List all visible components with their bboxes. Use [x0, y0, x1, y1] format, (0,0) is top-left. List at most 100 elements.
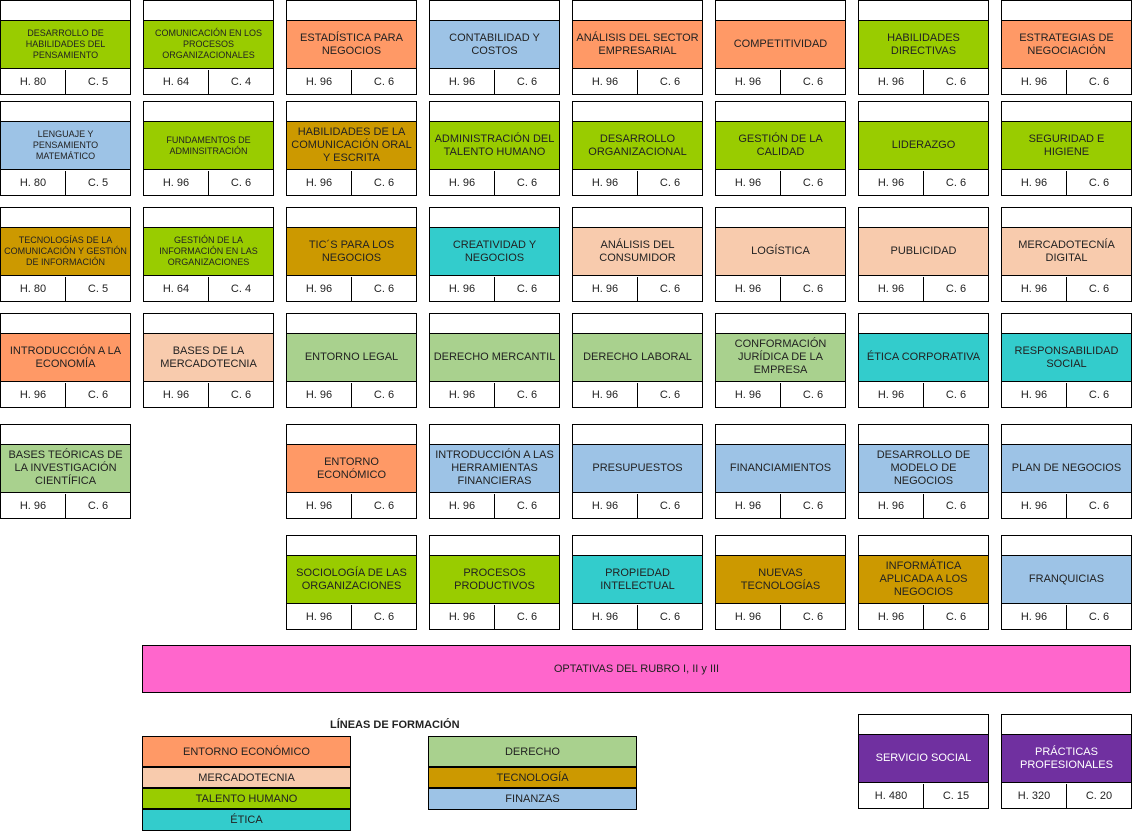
- course-credits: C. 6: [373, 76, 395, 88]
- course-title: Estadística para negocios: [287, 21, 416, 69]
- course-credits: C. 6: [87, 389, 109, 401]
- course-hours: H. 96: [430, 494, 495, 518]
- course-title: TIC´s para los negocios: [287, 228, 416, 276]
- course-header-cell: [430, 536, 559, 556]
- course-header-cell: [144, 208, 273, 228]
- course-title: Habilidades de la comunicación oral y es…: [287, 122, 416, 170]
- course-header-cell: [573, 208, 702, 228]
- course-title: Análisis del sector empresarial: [573, 21, 702, 69]
- course-card-franquicias: FranquiciasH. 96C. 6: [1001, 535, 1132, 630]
- course-title: Seguridad e higiene: [1002, 122, 1131, 170]
- course-header-cell: [1002, 536, 1131, 556]
- course-card-presupuestos: PresupuestosH. 96C. 6: [572, 424, 703, 519]
- course-title: Servicio social: [859, 735, 988, 783]
- course-hours: H. 96: [573, 383, 638, 407]
- course-title: Entorno económico: [287, 445, 416, 493]
- course-credits: C. 6: [802, 283, 824, 295]
- course-credits: C. 6: [1088, 389, 1110, 401]
- course-hours: H. 80: [1, 277, 66, 301]
- course-card-tic-s-para-los-negocios: TIC´s para los negociosH. 96C. 6: [286, 207, 417, 302]
- course-hours: H. 96: [430, 605, 495, 629]
- course-credits: C. 5: [87, 177, 109, 189]
- course-hours: H. 96: [716, 70, 781, 94]
- course-header-cell: [430, 102, 559, 122]
- course-hours: H. 96: [287, 277, 352, 301]
- course-card-lenguaje-y-pensamiento-matematico: Lenguaje y pensamiento matemáticoH. 80 C.…: [0, 101, 131, 196]
- course-header-cell: [1002, 715, 1131, 735]
- course-hours: H. 96: [430, 277, 495, 301]
- course-header-cell: [287, 208, 416, 228]
- course-header-cell: [716, 208, 845, 228]
- course-credits: C. 6: [1088, 177, 1110, 189]
- course-hours: H. 96: [716, 494, 781, 518]
- course-header-cell: [144, 314, 273, 334]
- course-header-cell: [859, 425, 988, 445]
- course-hours: H. 80: [1, 171, 66, 195]
- course-card-publicidad: PublicidadH. 96C. 6: [858, 207, 989, 302]
- course-hours: H. 320: [1002, 784, 1067, 808]
- course-credits: C. 4: [230, 76, 252, 88]
- course-title: Desarrollo organizacional: [573, 122, 702, 170]
- course-title: Prácticas profesionales: [1002, 735, 1131, 783]
- course-header-cell: [716, 425, 845, 445]
- course-credits: C. 6: [659, 500, 681, 512]
- course-title: Franquicias: [1002, 556, 1131, 604]
- course-hours: H. 96: [716, 277, 781, 301]
- course-header-cell: [1002, 314, 1131, 334]
- course-card-estrategias-de-negociacion: Estrategias de negociaciónH. 96C. 6: [1001, 0, 1132, 95]
- course-header-cell: [287, 425, 416, 445]
- course-hours: H. 96: [859, 171, 924, 195]
- course-hours: H. 96: [144, 171, 209, 195]
- course-title: Ética corporativa: [859, 334, 988, 382]
- course-title: Gestión de la información en las organiz…: [144, 228, 273, 276]
- course-card-logistica: LogísticaH. 96C. 6: [715, 207, 846, 302]
- course-credits: C. 15: [942, 790, 970, 802]
- course-credits: C. 6: [1088, 611, 1110, 623]
- course-card-derecho-mercantil: Derecho mercantilH. 96C. 6: [429, 313, 560, 408]
- course-card-derecho-laboral: Derecho laboralH. 96C. 6: [572, 313, 703, 408]
- course-title: Publicidad: [859, 228, 988, 276]
- course-card-desarrollo-de-modelo-de-negocios: Desarrollo de modelo de negociosH. 96C. …: [858, 424, 989, 519]
- course-credits: C. 6: [373, 500, 395, 512]
- course-title: Nuevas tecnologías: [716, 556, 845, 604]
- course-header-cell: [716, 1, 845, 21]
- course-card-entorno-economico: Entorno económicoH. 96C. 6: [286, 424, 417, 519]
- course-title: Desarrollo de habilidades del pensamient…: [1, 21, 130, 69]
- course-hours: H. 96: [716, 605, 781, 629]
- course-header-cell: [430, 1, 559, 21]
- course-header-cell: [144, 1, 273, 21]
- legend-finanzas: Finanzas: [428, 788, 637, 810]
- course-card-estadistica-para-negocios: Estadística para negociosH. 96 C. 6: [286, 0, 417, 95]
- course-credits: C. 6: [1088, 76, 1110, 88]
- course-header-cell: [1, 314, 130, 334]
- course-header-cell: [859, 536, 988, 556]
- course-card-nuevas-tecnologias: Nuevas tecnologíasH. 96C. 6: [715, 535, 846, 630]
- course-hours: H. 96: [1, 383, 66, 407]
- course-hours: H. 96: [1002, 70, 1067, 94]
- course-title: Propiedad intelectual: [573, 556, 702, 604]
- course-header-cell: [573, 536, 702, 556]
- course-header-cell: [287, 1, 416, 21]
- course-title: Derecho mercantil: [430, 334, 559, 382]
- course-card-bases-de-la-mercadotecnia: Bases de la mercadotecniaH. 96C. 6: [143, 313, 274, 408]
- course-card-conformacion-juridica-de-la-empresa: Conformación jurídica de la empresaH. 96…: [715, 313, 846, 408]
- course-hours: H. 96: [716, 383, 781, 407]
- course-credits: C. 6: [802, 76, 824, 88]
- course-credits: C. 6: [516, 177, 538, 189]
- course-credits: C. 6: [516, 76, 538, 88]
- course-card-tecnologias-de-la-comunicacion-y-gestion-de-informacion: Tecnologías de la comunicación y gestión…: [0, 207, 131, 302]
- course-header-cell: [1, 102, 130, 122]
- course-credits: C. 6: [516, 283, 538, 295]
- course-hours: H. 96: [287, 70, 352, 94]
- course-credits: C. 6: [373, 611, 395, 623]
- course-header-cell: [716, 102, 845, 122]
- course-title: Lenguaje y pensamiento matemático: [1, 122, 130, 170]
- course-card-gestion-de-la-informacion-en-las-organizaciones: Gestión de la información en las organiz…: [143, 207, 274, 302]
- course-credits: C. 5: [87, 76, 109, 88]
- course-header-cell: [1002, 208, 1131, 228]
- course-card-analisis-del-sector-empresarial: Análisis del sector empresarialH. 96C. 6: [572, 0, 703, 95]
- optativas-bar: OPTATIVAS DEL RUBRO I, II y III: [142, 645, 1131, 693]
- course-title: Financiamientos: [716, 445, 845, 493]
